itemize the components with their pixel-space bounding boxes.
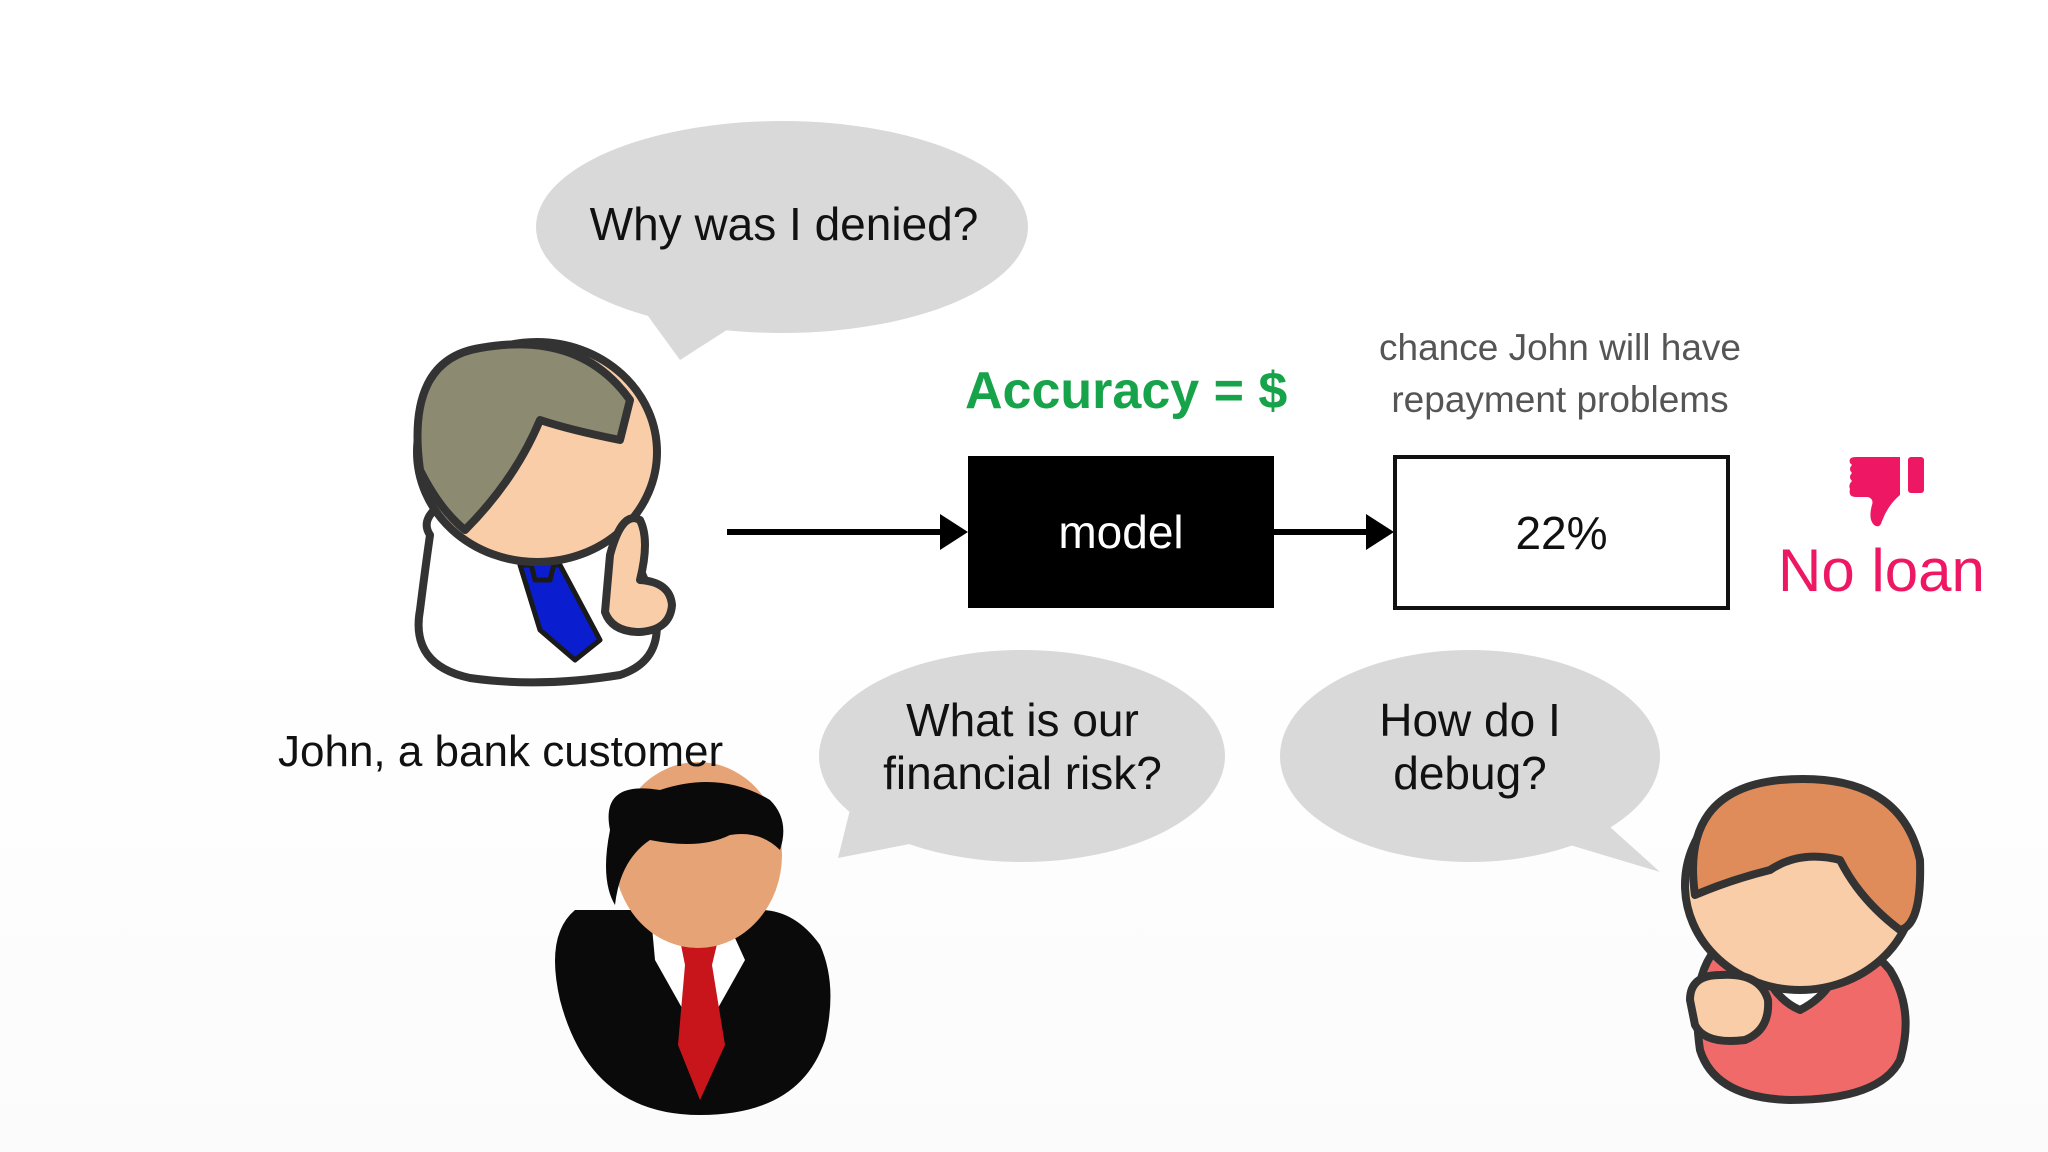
bubble-text-banker-line-1: What is our [906,694,1139,746]
input-arrow [727,514,968,550]
john-figure [413,338,676,687]
speech-bubble-engineer [1280,650,1660,872]
model-box: model [968,456,1274,608]
model-box-fill [968,456,1274,608]
john-label: John, a bank customer [278,727,724,776]
probability-box: 22% [1393,455,1730,610]
bubble-text-banker-line-2: financial risk? [883,746,1162,799]
output-arrow [1274,514,1394,550]
decision-label: No loan [1778,537,1985,604]
bubble-text-engineer: How do I debug? [1310,694,1630,800]
bubble-text-engineer-line-1: How do I [1379,694,1561,746]
bubble-text-engineer-line-2: debug? [1393,746,1547,799]
probability-value: 22% [1515,506,1608,559]
model-label: model [1058,506,1184,558]
engineer-figure [1681,775,1925,1104]
banker-figure [555,762,831,1115]
bubble-text-john: Why was I denied? [589,198,979,250]
accuracy-label: Accuracy = $ [965,362,1288,420]
chance-description: chance John will have repayment problems [1379,327,1741,420]
bubble-text-banker: What is our financial risk? [855,694,1190,800]
speech-bubble-banker [819,650,1225,862]
thumbs-down-icon [1849,457,1924,527]
speech-bubble-john [536,121,1028,360]
